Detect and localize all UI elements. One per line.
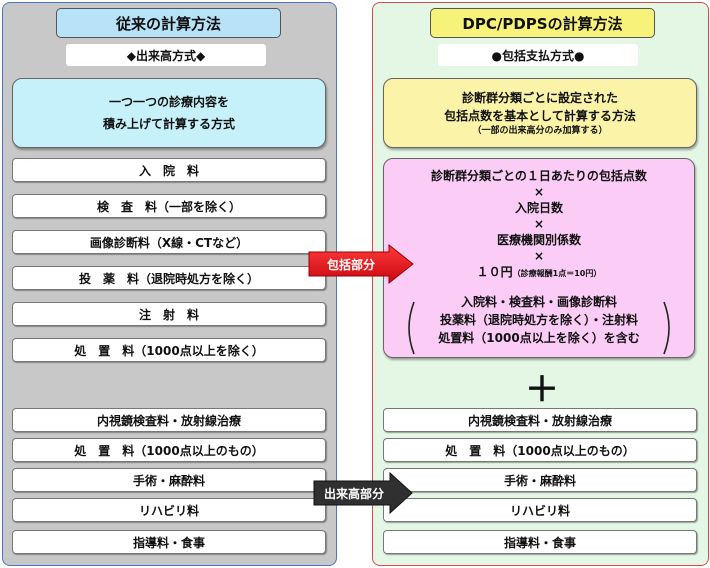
formula-point-note: （診療報酬1点＝10円） <box>512 269 602 278</box>
right-item-guidance: 指導料・食事 <box>383 530 697 554</box>
left-description-box: 一つ一つの診療内容を 積み上げて計算する方式 <box>12 78 326 148</box>
right-item-endoscopy: 内視鏡検査料・放射線治療 <box>383 408 697 432</box>
fee-for-service-arrow: 出来高部分 <box>313 472 413 514</box>
left-item-injection: 注 射 料 <box>12 302 326 326</box>
formula-line1: 診断群分類ごとの１日あたりの包括点数 <box>431 169 647 183</box>
fee-for-service-arrow-label: 出来高部分 <box>324 486 384 501</box>
left-item-imaging: 画像診断料（X線・CTなど） <box>12 230 326 254</box>
right-item-rehab: リハビリ料 <box>383 498 697 522</box>
left-item-exam: 検 査 料（一部を除く） <box>12 194 326 218</box>
right-desc-line2: 包括点数を基本として計算する方法 <box>444 109 636 123</box>
left-item-medication: 投 薬 料（退院時処方を除く） <box>12 266 326 290</box>
times-symbol-2: × <box>533 217 545 231</box>
formula-line4: １０円（診療報酬1点＝10円） <box>477 263 602 283</box>
includes-line1: 入院料・検査料・画像診断料 <box>460 295 617 309</box>
includes-line3: 処置料（1000点以上を除く）を含む <box>438 331 640 345</box>
left-desc-line1: 一つ一つの診療内容を <box>108 95 229 109</box>
left-item-surgery: 手術・麻酔料 <box>12 468 326 492</box>
formula-line3: 医療機関別係数 <box>496 233 581 247</box>
left-item-treatment: 処 置 料（1000点以上を除く） <box>12 338 326 362</box>
right-title: DPC/PDPSの計算方法 <box>430 8 655 38</box>
right-paren-bracket <box>663 301 670 355</box>
plus-symbol: ＋ <box>525 370 559 410</box>
includes-line2: 投薬料（退院時処方を除く）・注射料 <box>439 313 638 327</box>
left-desc-line2: 積み上げて計算する方式 <box>102 117 235 131</box>
left-method-label: ◆出来高方式◆ <box>66 44 266 66</box>
formula-ten-yen: １０円 <box>476 265 513 279</box>
times-symbol-3: × <box>533 249 545 263</box>
right-desc-line1: 診断群分類ごとに設定された <box>461 91 618 105</box>
left-paren-bracket <box>408 301 415 355</box>
right-desc-note: （一部の出来高分のみ加算する） <box>472 126 608 136</box>
left-item-rehab: リハビリ料 <box>12 498 326 522</box>
inclusive-arrow: 包括部分 <box>308 244 414 284</box>
times-symbol-1: × <box>533 185 545 199</box>
left-item-inpatient: 入 院 料 <box>12 158 326 182</box>
left-item-guidance: 指導料・食事 <box>12 530 326 554</box>
inclusive-arrow-label: 包括部分 <box>326 257 375 272</box>
formula-box: 診断群分類ごとの１日あたりの包括点数 × 入院日数 × 医療機関別係数 × １０… <box>383 158 695 358</box>
left-item-endoscopy: 内視鏡検査料・放射線治療 <box>12 408 326 432</box>
formula-line2: 入院日数 <box>514 201 563 215</box>
right-description-box: 診断群分類ごとに設定された 包括点数を基本として計算する方法 （一部の出来高分の… <box>383 78 697 148</box>
left-item-treatment-high: 処 置 料（1000点以上のもの） <box>12 438 326 462</box>
right-item-surgery: 手術・麻酔料 <box>383 468 697 492</box>
right-method-label: ●包括支払方式● <box>438 44 638 66</box>
right-item-treatment-high: 処 置 料（1000点以上のもの） <box>383 438 697 462</box>
left-title: 従来の計算方法 <box>56 8 281 38</box>
